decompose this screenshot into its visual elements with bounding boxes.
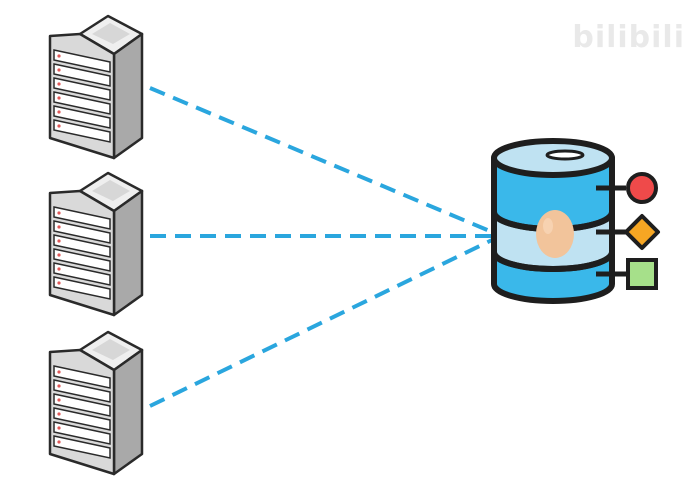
server-1-icon [48,14,144,160]
bilibili-watermark: bilibili [553,8,693,78]
green-square-indicator [626,258,658,290]
egg-icon [536,210,574,258]
connection-line-1 [149,86,493,234]
server-3-icon [48,330,144,476]
orange-diamond-indicator [624,214,660,250]
server-2-icon [48,171,144,317]
red-circle-indicator [626,172,658,204]
connection-line-3 [149,238,493,408]
connection-lines [149,86,493,408]
watermark-logo: bilibili [572,20,685,55]
